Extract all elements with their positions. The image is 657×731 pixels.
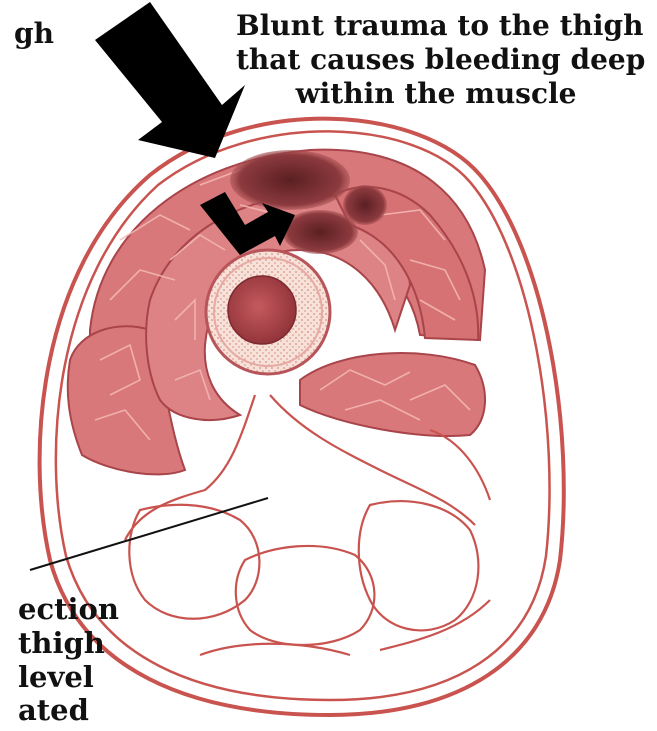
trauma-label-line3: within the muscle	[236, 78, 636, 110]
bone-marrow	[228, 276, 296, 344]
trauma-label-line2: that causes bleeding deep	[236, 44, 636, 76]
top-left-label: gh	[14, 18, 54, 50]
section-label-line4: ated	[18, 693, 89, 727]
bruise-1	[230, 150, 350, 210]
trauma-label-line1: Blunt trauma to the thigh	[236, 10, 636, 42]
bruise-3	[343, 185, 387, 225]
section-label-line2: thigh	[18, 626, 105, 660]
impact-arrow-icon	[95, 2, 245, 158]
section-label-line1: ection	[18, 592, 119, 626]
section-label-line3: level	[18, 660, 94, 694]
